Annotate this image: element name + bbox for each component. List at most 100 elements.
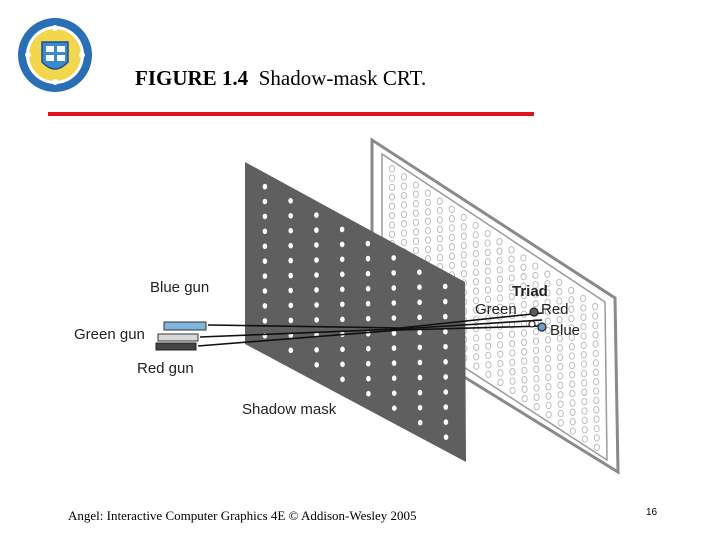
phosphor-dot	[545, 392, 552, 400]
phosphor-dot	[460, 232, 467, 240]
phosphor-dot	[520, 301, 527, 309]
phosphor-dot	[424, 217, 431, 225]
phosphor-dot	[400, 238, 408, 247]
mask-hole	[443, 419, 449, 425]
phosphor-dot	[412, 237, 420, 245]
phosphor-dot	[424, 245, 432, 253]
phosphor-dot	[508, 283, 515, 292]
phosphor-dot	[557, 409, 564, 418]
phosphor-dot	[400, 201, 408, 209]
phosphor-dot	[496, 266, 503, 274]
mask-hole	[262, 213, 268, 220]
phosphor-dot	[485, 333, 492, 341]
mask-hole	[443, 404, 449, 410]
phosphor-dot	[509, 368, 516, 376]
phosphor-dot	[521, 385, 528, 393]
phosphor-dot	[593, 396, 600, 405]
phosphor-dot	[568, 296, 575, 304]
phosphor-dot	[521, 348, 528, 356]
mask-hole	[443, 374, 449, 380]
mask-hole	[443, 434, 449, 441]
mask-hole	[391, 375, 397, 381]
phosphor-dot	[484, 276, 491, 285]
phosphor-dot	[520, 329, 528, 337]
mask-hole	[340, 346, 345, 353]
phosphor-dot	[521, 338, 528, 346]
phosphor-dot	[593, 434, 600, 442]
phosphor-dot	[593, 387, 600, 395]
phosphor-dot	[533, 356, 540, 364]
mask-hole	[443, 298, 448, 305]
phosphor-dot	[484, 248, 491, 257]
phosphor-dot	[557, 391, 564, 399]
phosphor-dot	[533, 384, 540, 392]
mask-hole	[417, 374, 423, 381]
phosphor-dot	[592, 331, 599, 339]
red-phosphor-label: Red	[541, 301, 569, 318]
phosphor-dot	[544, 270, 551, 278]
phosphor-dot	[544, 326, 551, 335]
mask-hole	[443, 328, 448, 335]
mask-hole	[366, 345, 371, 352]
mask-hole	[288, 213, 293, 219]
phosphor-dot	[472, 287, 480, 295]
mask-hole	[391, 300, 397, 306]
phosphor-dot	[556, 297, 563, 305]
phosphor-dot	[520, 273, 527, 281]
phosphor-dot	[521, 357, 528, 365]
phosphor-dot	[568, 286, 575, 295]
shadow-mask-crt-diagram: Blue gun Green gun Red gun Shadow mask T…	[74, 137, 620, 475]
mask-hole	[442, 283, 448, 290]
footer-credit: Angel: Interactive Computer Graphics 4E …	[68, 508, 417, 523]
phosphor-dot	[521, 394, 528, 403]
phosphor-dot	[496, 275, 503, 283]
phosphor-dot	[581, 369, 588, 378]
phosphor-dot	[593, 415, 600, 423]
phosphor-dot	[460, 223, 467, 231]
mask-hole	[314, 212, 319, 218]
phosphor-dot	[424, 208, 431, 216]
phosphor-dot	[533, 374, 540, 383]
phosphor-dot	[544, 336, 552, 344]
phosphor-dot	[388, 165, 396, 173]
phosphor-dot	[545, 411, 552, 419]
phosphor-dot	[580, 313, 587, 321]
mask-hole	[417, 329, 423, 336]
phosphor-dot	[424, 236, 431, 244]
mask-hole	[417, 299, 422, 306]
mask-hole	[339, 256, 345, 263]
phosphor-dot	[472, 268, 479, 277]
phosphor-dot	[496, 247, 503, 255]
phosphor-dot	[556, 344, 563, 352]
phosphor-dot	[485, 351, 492, 360]
phosphor-dot	[497, 341, 504, 349]
mask-hole	[262, 198, 268, 205]
phosphor-dot	[569, 371, 576, 379]
phosphor-dot	[436, 235, 443, 243]
phosphor-dot	[533, 346, 540, 355]
phosphor-dot	[533, 403, 540, 411]
phosphor-dot	[569, 389, 576, 398]
mask-hole	[340, 361, 345, 368]
phosphor-dot	[593, 424, 600, 433]
phosphor-dot	[436, 197, 443, 205]
phosphor-dot	[556, 316, 563, 324]
phosphor-dot	[460, 260, 467, 268]
phosphor-dot	[509, 386, 516, 395]
phosphor-dot	[412, 190, 419, 198]
mask-hole	[417, 359, 423, 366]
phosphor-dot	[557, 363, 564, 371]
phosphor-dot	[568, 324, 575, 332]
phosphor-dot	[412, 228, 420, 236]
mask-hole	[366, 360, 371, 367]
phosphor-dot	[557, 381, 564, 390]
phosphor-dot	[497, 369, 504, 377]
phosphor-dot	[484, 267, 491, 275]
phosphor-dot	[400, 182, 407, 190]
phosphor-dot	[557, 400, 564, 408]
phosphor-dot	[569, 399, 576, 407]
red-gun-label: Red gun	[137, 360, 194, 377]
phosphor-dot	[388, 202, 396, 210]
mask-hole	[288, 198, 293, 204]
phosphor-dot	[448, 215, 455, 223]
